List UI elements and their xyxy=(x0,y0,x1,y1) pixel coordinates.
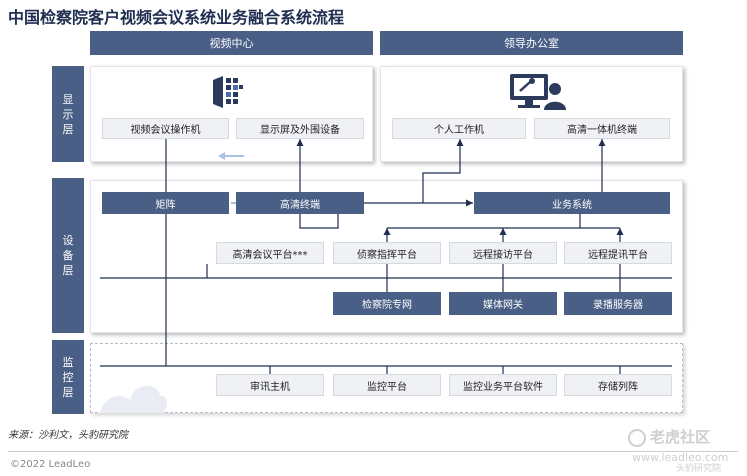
business-system-box: 业务系统 xyxy=(474,192,670,214)
video-console-box: 视频会议操作机 xyxy=(102,118,229,139)
column-header-leader-office: 领导办公室 xyxy=(380,31,683,55)
hd-terminal-box: 高清终端 xyxy=(236,192,364,214)
video-center-display-panel xyxy=(90,66,373,162)
computer-user-icon xyxy=(510,74,566,110)
interrogation-host-box: 审讯主机 xyxy=(216,374,324,396)
source-note: 来源：沙利文，头豹研究院 xyxy=(8,430,128,441)
hd-conference-platform-box: 高清会议平台*** xyxy=(216,242,324,264)
matrix-box: 矩阵 xyxy=(102,192,229,214)
layer-label-monitor: 监控层 xyxy=(52,340,84,414)
monitor-platform-box: 监控平台 xyxy=(333,374,441,396)
brand-sub: 头豹研究院 xyxy=(676,464,722,474)
page-title: 中国检察院客户视频会议系统业务融合系统流程 xyxy=(8,8,345,27)
investigation-platform-box: 侦察指挥平台 xyxy=(333,242,441,264)
brand-name: 老虎社区 xyxy=(650,428,711,446)
layer-label-display: 显示层 xyxy=(52,66,84,162)
layer-label-device: 设备层 xyxy=(52,178,84,333)
column-header-video-center: 视频中心 xyxy=(90,31,373,55)
display-devices-box: 显示屏及外围设备 xyxy=(236,118,364,139)
brand-logo-icon xyxy=(628,428,646,447)
media-gateway-box: 媒体网关 xyxy=(449,292,557,315)
video-wall-icon xyxy=(213,76,243,108)
brand-url: www.leadleo.com xyxy=(632,451,729,464)
brand-watermark: 老虎社区 xyxy=(628,426,710,447)
hd-terminal-aio-box: 高清一体机终端 xyxy=(534,118,670,139)
storage-array-box: 存储列阵 xyxy=(564,374,672,396)
remote-interrogation-platform-box: 远程提讯平台 xyxy=(564,242,672,264)
copyright: ©2022 LeadLeo xyxy=(10,459,91,470)
remote-visit-platform-box: 远程接访平台 xyxy=(449,242,557,264)
recording-server-box: 录播服务器 xyxy=(564,292,672,315)
footer-divider xyxy=(8,451,738,452)
personal-workstation-box: 个人工作机 xyxy=(392,118,526,139)
monitor-software-box: 监控业务平台软件 xyxy=(449,374,557,396)
procuratorate-network-box: 检察院专网 xyxy=(333,292,441,315)
